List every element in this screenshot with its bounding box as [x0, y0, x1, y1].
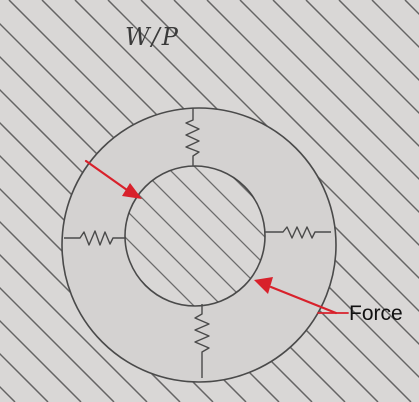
- hatch-line: [125, 166, 265, 306]
- spring-bottom: [194, 304, 210, 378]
- arrowhead-upper-left: [122, 183, 142, 199]
- hatch-line: [239, 0, 419, 402]
- hatch-line: [305, 0, 419, 402]
- hatch-line: [125, 166, 265, 306]
- arrowhead-lower-right: [254, 277, 273, 294]
- force-label: Force: [349, 302, 403, 325]
- hatch-line: [0, 0, 82, 402]
- spring-right: [265, 226, 331, 239]
- hatch-line: [272, 0, 419, 402]
- hatch-line: [140, 0, 419, 402]
- hatch-line: [125, 166, 265, 306]
- force-arrow-lower-right: [269, 285, 338, 315]
- hatch-line: [206, 0, 419, 402]
- hatch-line: [173, 0, 419, 402]
- hatch-line: [338, 0, 419, 402]
- hatch-line: [0, 0, 115, 402]
- hatch-line: [0, 0, 148, 402]
- hatch-line: [125, 166, 265, 306]
- spring-top: [185, 108, 200, 166]
- spring-left: [64, 230, 126, 246]
- force-arrows: [84, 159, 349, 315]
- springs: [64, 108, 331, 378]
- header-note: W/P: [125, 23, 180, 51]
- inner-disc: [124, 165, 266, 307]
- force-arrow-upper-left: [84, 159, 129, 192]
